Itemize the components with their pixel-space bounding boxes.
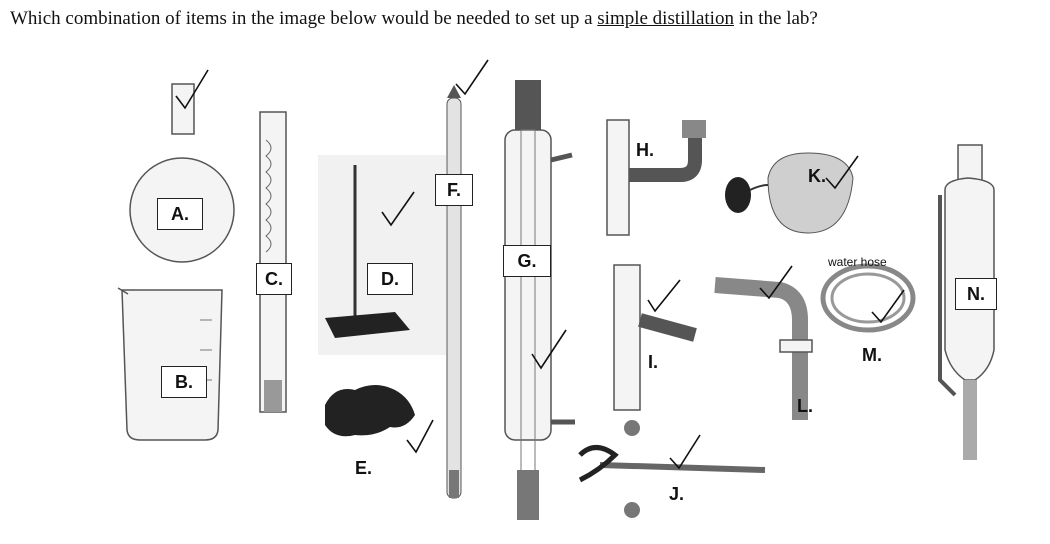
clamp bbox=[325, 385, 415, 437]
label-e: E. bbox=[355, 458, 373, 478]
label-m: M. bbox=[862, 345, 882, 365]
label-l: L. bbox=[797, 396, 813, 416]
question-underlined-term: simple distillation bbox=[597, 8, 734, 29]
label-i: I. bbox=[648, 352, 659, 372]
side-arm-adapter bbox=[613, 264, 697, 411]
label-f: F. bbox=[435, 174, 473, 206]
label-b: B. bbox=[161, 366, 207, 398]
label-j: J. bbox=[669, 484, 685, 504]
label-g: G. bbox=[503, 245, 551, 277]
round-bottom-flask bbox=[129, 83, 235, 263]
check-marks bbox=[175, 59, 905, 470]
label-d: D. bbox=[367, 263, 413, 295]
label-c: C. bbox=[256, 263, 292, 295]
question-text-after: in the lab? bbox=[738, 8, 818, 29]
ring-stand bbox=[318, 155, 446, 355]
water-hose-caption: water hose bbox=[828, 255, 887, 269]
label-a: A. bbox=[157, 198, 203, 230]
question-text: Which combination of items in the image … bbox=[10, 8, 1045, 30]
label-n: N. bbox=[955, 278, 997, 310]
question-text-before: Which combination of items in the image … bbox=[10, 8, 593, 29]
label-h: H. bbox=[636, 140, 654, 160]
vacuum-adapter bbox=[714, 277, 813, 420]
three-prong-clamp bbox=[578, 420, 766, 518]
beaker bbox=[117, 287, 223, 441]
heating-mantle bbox=[725, 152, 854, 234]
label-k: K. bbox=[808, 166, 826, 186]
fractionating-column bbox=[259, 111, 287, 413]
liebig-condenser bbox=[504, 80, 575, 520]
distillation-head bbox=[606, 119, 706, 236]
thermometer bbox=[446, 85, 462, 499]
water-hose bbox=[820, 263, 916, 333]
